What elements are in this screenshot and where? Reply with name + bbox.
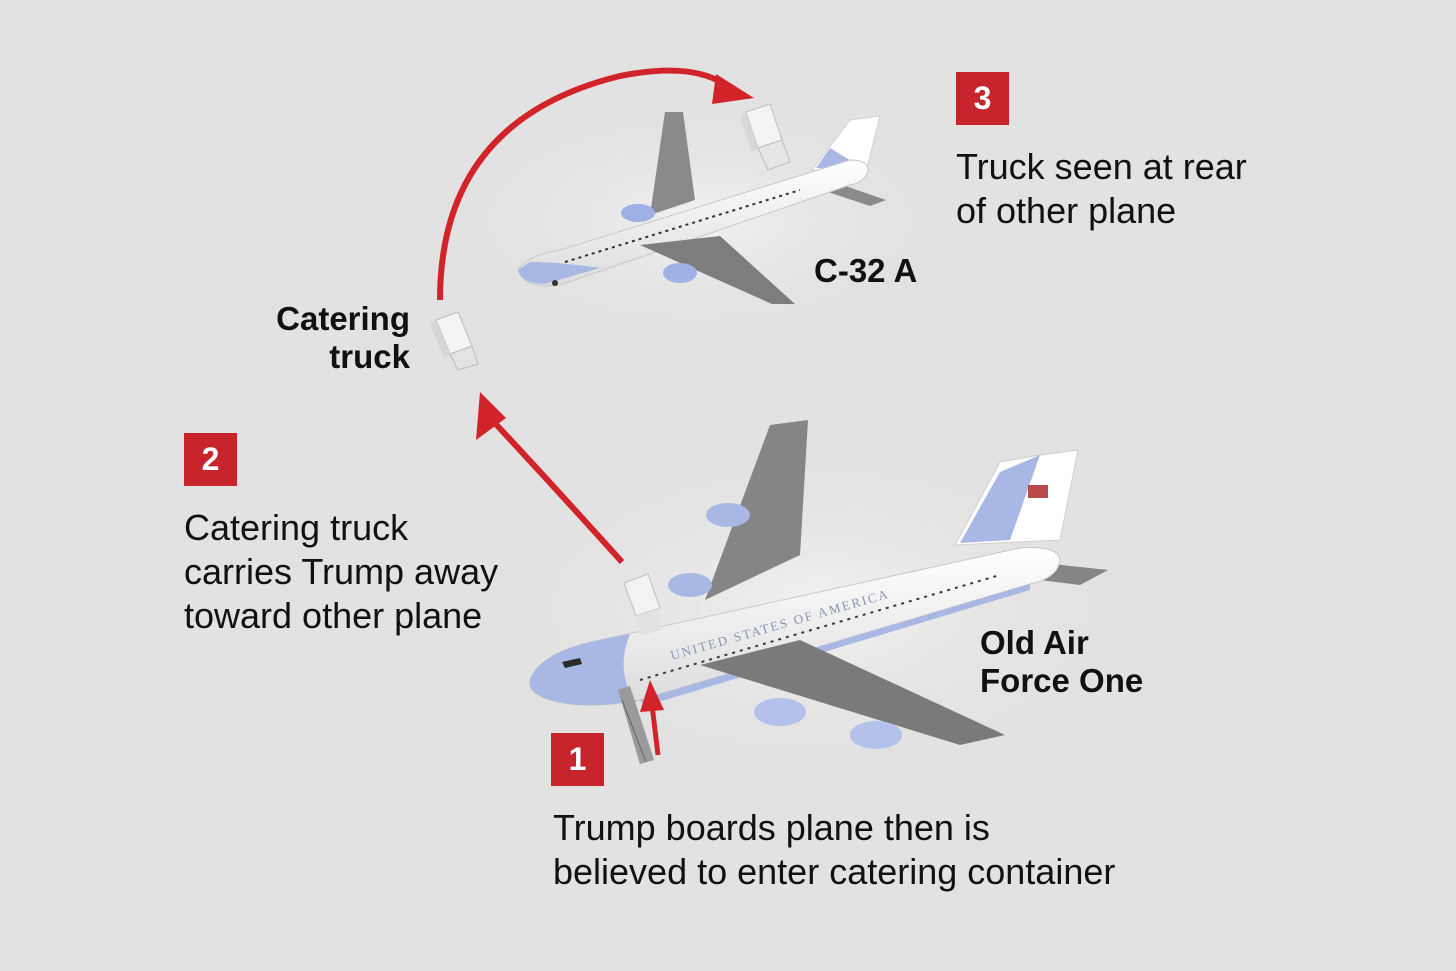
catering-truck-icon [740, 103, 791, 171]
arrow-icon [437, 67, 754, 301]
plane-c32a-icon [517, 112, 886, 304]
step-3-caption: Truck seen at rear of other plane [956, 146, 1247, 231]
arrow-icon [640, 680, 664, 756]
step-2-caption: Catering truck carries Trump away toward… [184, 507, 499, 636]
c32a-label: C-32 A [814, 252, 918, 289]
step-1-caption: Trump boards plane then is believed to e… [553, 807, 1116, 892]
step-1-badge: 1 [551, 733, 604, 786]
step-3-badge: 3 [956, 72, 1009, 125]
catering-truck-label: Catering truck [276, 300, 410, 375]
catering-truck-icon [430, 311, 479, 371]
arrow-icon [476, 392, 625, 565]
step-2-badge: 2 [184, 433, 237, 486]
air-force-one-label: Old Air Force One [980, 624, 1144, 699]
